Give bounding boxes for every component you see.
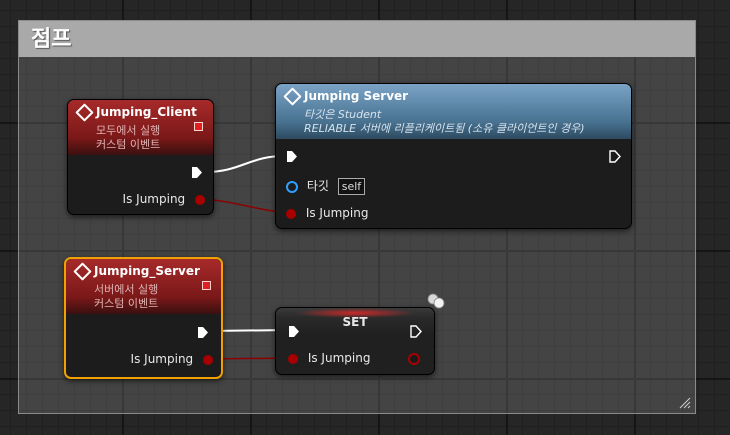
node-subtitle-exec: 서버에서 실행	[94, 283, 159, 296]
bool-pin-icon[interactable]	[203, 354, 213, 365]
exec-in-pin-icon[interactable]	[286, 150, 298, 163]
pin-label: Is Jumping	[305, 206, 369, 220]
pin-label: Is Jumping	[130, 352, 194, 366]
node-header: SET	[276, 308, 434, 332]
delegate-pin-icon[interactable]	[194, 122, 203, 131]
target-value-field[interactable]: self	[337, 178, 366, 195]
node-title: Jumping_Server	[94, 264, 200, 278]
exec-out-pin-icon[interactable]	[410, 325, 422, 338]
event-diamond-icon	[73, 262, 92, 281]
input-pin-target[interactable]: 타깃 self	[286, 177, 366, 195]
node-subtitle-exec: 모두에서 실행	[96, 124, 161, 137]
comment-title[interactable]: 점프	[19, 21, 695, 57]
pin-label: Is Jumping	[307, 351, 371, 365]
node-header: Jumping Server 타깃은 Student RELIABLE 서버에 …	[276, 84, 631, 139]
jumping-server-event-node[interactable]: Jumping_Server 서버에서 실행 커스텀 이벤트 Is Jumpin…	[64, 257, 223, 379]
bool-pin-icon[interactable]	[195, 194, 205, 205]
function-icon	[283, 87, 302, 106]
node-target-line: 타깃은 Student	[304, 108, 382, 121]
input-pin-is-jumping[interactable]: Is Jumping	[286, 206, 368, 220]
node-title: Jumping_Client	[96, 105, 197, 119]
header-glow	[294, 308, 416, 318]
object-pin-icon[interactable]	[286, 180, 298, 193]
node-header: Jumping_Client 모두에서 실행 커스텀 이벤트	[68, 100, 213, 155]
bool-out-pin-icon[interactable]	[408, 353, 420, 365]
network-replication-icon	[427, 293, 445, 309]
exec-pin-icon[interactable]	[197, 326, 209, 339]
jumping-client-event-node[interactable]: Jumping_Client 모두에서 실행 커스텀 이벤트 Is Jumpin…	[67, 99, 214, 215]
bool-pin-icon[interactable]	[288, 353, 298, 364]
pin-label: 타깃	[306, 179, 329, 193]
node-header: Jumping_Server 서버에서 실행 커스텀 이벤트	[66, 259, 221, 314]
node-reliable-line: RELIABLE 서버에 리플리케이트됨 (소유 클라이언트인 경우)	[304, 122, 585, 135]
bool-pin-icon[interactable]	[286, 208, 296, 219]
output-pin-is-jumping[interactable]: Is Jumping	[131, 352, 213, 366]
jumping-server-call-node[interactable]: Jumping Server 타깃은 Student RELIABLE 서버에 …	[275, 83, 632, 229]
node-subtitle-type: 커스텀 이벤트	[94, 297, 159, 310]
input-pin-is-jumping[interactable]: Is Jumping	[288, 351, 370, 365]
pin-label: Is Jumping	[122, 192, 186, 206]
output-pin-is-jumping[interactable]: Is Jumping	[123, 192, 205, 206]
exec-out-pin-icon[interactable]	[609, 150, 621, 163]
exec-in-pin-icon[interactable]	[288, 325, 300, 338]
node-subtitle-type: 커스텀 이벤트	[96, 138, 161, 151]
resize-grip-icon[interactable]	[679, 397, 691, 409]
set-variable-node[interactable]: SET Is Jumping	[275, 307, 435, 375]
node-title: SET	[342, 315, 368, 329]
delegate-pin-icon[interactable]	[202, 281, 211, 290]
event-diamond-icon	[75, 103, 94, 122]
exec-pin-icon[interactable]	[191, 166, 203, 179]
node-title: Jumping Server	[304, 89, 409, 103]
